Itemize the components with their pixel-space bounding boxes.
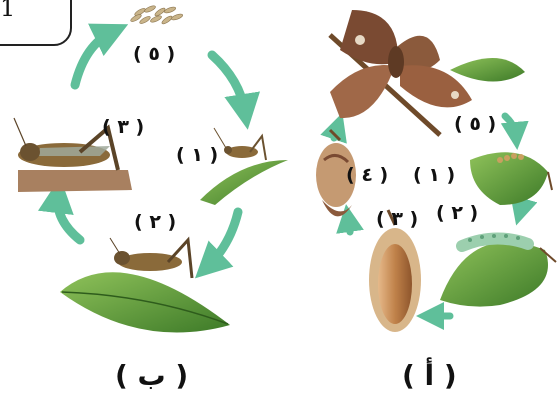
label-b-nymph1: ( ١ ) — [176, 146, 218, 165]
label-a-moth: ( ٥ ) — [454, 115, 496, 134]
moth-eggs-on-leaf — [470, 152, 552, 205]
grasshopper-nymph-large — [60, 238, 230, 333]
caption-a: ( أ ) — [402, 362, 457, 390]
grasshopper-nymph-small — [200, 128, 288, 205]
label-b-adult: ( ٣ ) — [102, 118, 144, 137]
arrow-b-nymph2-to-adult — [58, 195, 80, 240]
moth-caterpillar — [440, 234, 556, 307]
label-a-larva: ( ٢ ) — [436, 204, 478, 223]
caption-b: ( ب ) — [115, 362, 188, 390]
arrow-b-nymph1-to-nymph2 — [208, 212, 238, 266]
arrow-a-pupa-to-emerging — [348, 218, 350, 232]
label-a-eggs: ( ١ ) — [413, 166, 455, 185]
arrow-a-moth-to-eggs — [505, 116, 516, 136]
grasshopper-eggs — [130, 4, 184, 25]
label-b-nymph2: ( ٢ ) — [134, 213, 176, 232]
arrow-b-adult-to-eggs — [75, 32, 112, 85]
arrow-b-eggs-to-nymph1 — [212, 55, 245, 112]
label-a-pupa: ( ٣ ) — [376, 210, 418, 229]
label-b-eggs: ( ٥ ) — [133, 45, 175, 64]
label-a-emerging: ( ٤ ) — [346, 166, 388, 185]
